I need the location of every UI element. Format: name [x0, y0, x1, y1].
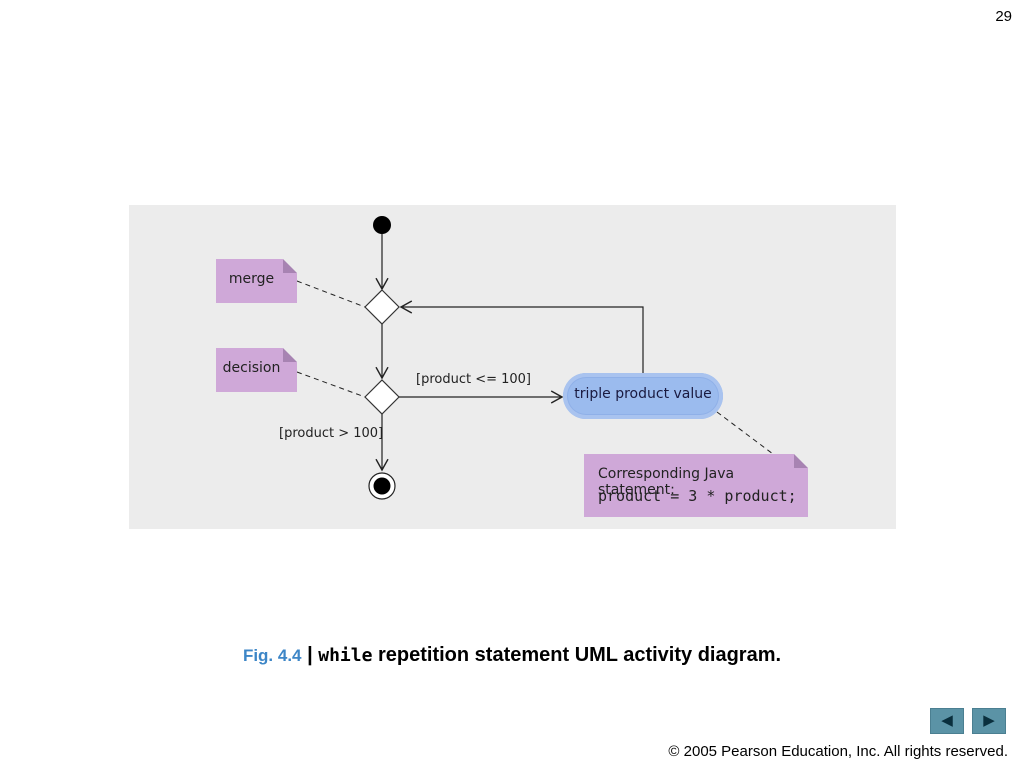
java-statement-note: Corresponding Java statement: product = … [584, 454, 808, 517]
arrow-right-icon: ▶ [983, 712, 995, 729]
copyright-footer: © 2005 Pearson Education, Inc. All right… [668, 743, 1008, 760]
uml-activity-diagram: merge decision [product <= 100] [product… [129, 205, 896, 529]
diagram-edges [296, 216, 774, 500]
caption-text: repetition statement UML activity diagra… [372, 644, 782, 666]
caption-separator: | [307, 644, 313, 666]
java-note-heading: Corresponding Java statement: [598, 466, 735, 498]
caption-keyword: while [318, 645, 373, 666]
next-slide-button[interactable]: ▶ [972, 708, 1006, 734]
note-fold-corner [283, 348, 297, 362]
decision-node [364, 379, 400, 415]
action-state-inner [568, 378, 718, 414]
merge-note: merge [216, 259, 297, 303]
figure-caption: Fig. 4.4 | while repetition statement UM… [0, 644, 1024, 667]
java-note-anchor [716, 411, 774, 455]
action-state-label: triple product value [574, 386, 712, 402]
edge-action-to-merge [399, 300, 644, 373]
merge-note-anchor [296, 280, 366, 308]
figure-number: Fig. 4.4 [242, 646, 302, 665]
java-note-code: product = 3 * product; [598, 487, 797, 505]
initial-node [373, 216, 391, 234]
guard-false-label: [product > 100] [279, 426, 384, 441]
decision-note: decision [216, 348, 297, 392]
final-node-dot [373, 477, 391, 495]
decision-note-anchor [296, 371, 366, 398]
arrow-left-icon: ◀ [941, 712, 953, 729]
note-fold-corner [283, 259, 297, 273]
decision-note-label: decision [222, 360, 281, 376]
merge-note-label: merge [228, 271, 275, 287]
guard-true-label: [product <= 100] [416, 372, 532, 387]
action-state-triple-product: triple product value [563, 373, 723, 419]
previous-slide-button[interactable]: ◀ [930, 708, 964, 734]
page-number: 29 [995, 8, 1012, 25]
merge-node [364, 289, 400, 325]
note-fold-corner [794, 454, 808, 468]
